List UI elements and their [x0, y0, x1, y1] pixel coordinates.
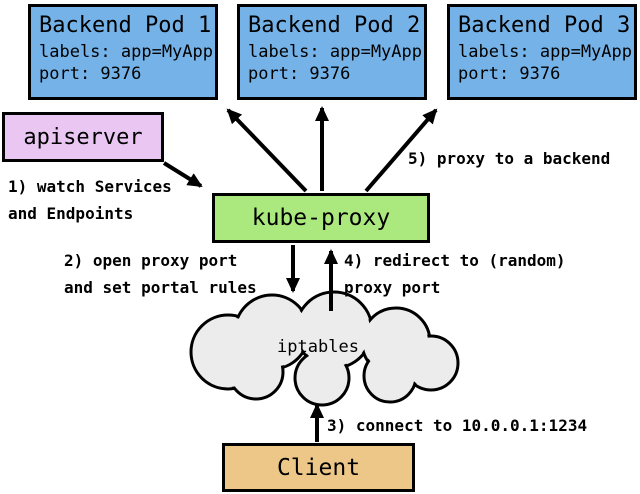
annotation-step2: 2) open proxy port and set portal rules: [64, 247, 257, 301]
pod-labels-line: labels: app=MyApp: [39, 42, 213, 62]
annotation-line: 2) open proxy port: [64, 251, 238, 270]
pod-labels-line: labels: app=MyApp: [458, 42, 632, 62]
client-label: Client: [276, 454, 361, 481]
pod-title: Backend Pod 2: [248, 13, 421, 38]
annotation-line: proxy port: [344, 278, 441, 297]
backend-pod-2-box: Backend Pod 2 labels: app=MyApp port: 93…: [237, 4, 427, 100]
iptables-cloud-label: iptables: [277, 337, 359, 357]
client-box: Client: [222, 443, 415, 492]
kube-proxy-box: kube-proxy: [212, 193, 430, 243]
pod-port-line: port: 9376: [39, 64, 142, 84]
pod-port-line: port: 9376: [248, 64, 351, 84]
apiserver-box: apiserver: [2, 112, 164, 162]
annotation-line: 3) connect to 10.0.0.1:1234: [327, 416, 588, 435]
backend-pod-3-box: Backend Pod 3 labels: app=MyApp port: 93…: [447, 4, 637, 100]
annotation-line: and Endpoints: [8, 204, 134, 223]
backend-pod-1-box: Backend Pod 1 labels: app=MyApp port: 93…: [28, 4, 218, 100]
annotation-line: 1) watch Services: [8, 177, 172, 196]
apiserver-label: apiserver: [23, 124, 143, 150]
annotation-step3: 3) connect to 10.0.0.1:1234: [327, 412, 587, 439]
annotation-line: and set portal rules: [64, 278, 257, 297]
pod-port-line: port: 9376: [458, 64, 561, 84]
annotation-step1: 1) watch Services and Endpoints: [8, 173, 172, 227]
pod-labels-line: labels: app=MyApp: [248, 42, 422, 62]
annotation-step4: 4) redirect to (random) proxy port: [344, 247, 566, 301]
annotation-line: 4) redirect to (random): [344, 251, 566, 270]
arrow-step5-kubeproxy-to-pod1: [226, 108, 308, 193]
annotation-step5: 5) proxy to a backend: [408, 145, 610, 172]
pod-title: Backend Pod 1: [39, 13, 212, 38]
pod-title: Backend Pod 3: [458, 13, 631, 38]
kube-proxy-label: kube-proxy: [251, 205, 391, 231]
annotation-line: 5) proxy to a backend: [408, 149, 611, 168]
